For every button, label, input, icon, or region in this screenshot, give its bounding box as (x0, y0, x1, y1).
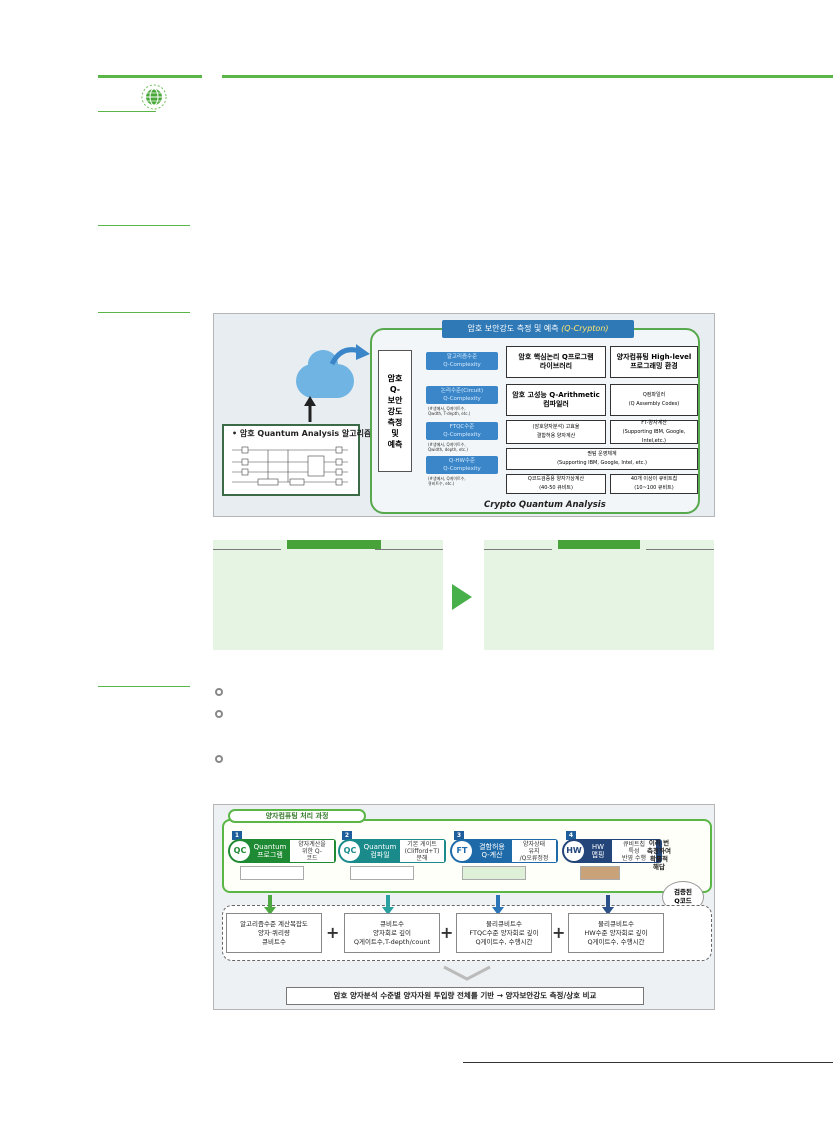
level-pill-circuit: 논리수준(Circuit) Q-Complexity (426, 386, 498, 404)
code-thumbnail (350, 866, 414, 880)
cell-arith-compiler: 암호 고성능 Q-Arithmetic 컴파일러 (506, 384, 606, 416)
step-number: 4 (566, 831, 576, 840)
step-quantum-compile: QC Quantum 컴파일 기본 게이트 (Clifford+T) 분해 (338, 839, 446, 863)
comparison-box-right (484, 540, 714, 650)
step-hw-mapping: HW HW 맵핑 큐비트칩 특성 반영 수행 (562, 839, 662, 863)
quantum-processing-figure: 양자컴퓨팅 처리 과정 1 QC Quantum 프로그램 양자계산을 위한 Q… (213, 804, 715, 1010)
footer-rule (463, 1062, 833, 1063)
bullet-icon (215, 755, 223, 763)
section-rule-2 (98, 225, 190, 226)
chip-thumbnail (580, 866, 620, 880)
comparison-tag-right (558, 540, 640, 549)
cell-ft-qc: FT-양자계산 (Supporting IBM, Google, Intel,e… (610, 420, 698, 444)
step-number: 3 (454, 831, 464, 840)
step-fault-tolerant: FT 결함허용 Q-계산 양자상태 유지 /Q오류정정 (450, 839, 558, 863)
cell-q-compiler: Q컴파일러 (Q Assembly Codes) (610, 384, 698, 416)
figure1-connectors (304, 344, 370, 422)
figure1-header: 암호 보안강도 측정 및 예측 (Q-Crypton) (442, 320, 634, 338)
conclusion-banner: 암호 양자분석 수준별 양자자원 투입량 전체를 기반 → 양자보안강도 측정/… (286, 987, 644, 1005)
level-note-circuit: (#생메서, Q게이트수, Qwdth, T-depth, etc.) (428, 406, 471, 416)
level-pill-ftqc: FTQC수준 Q-Complexity (426, 422, 498, 440)
metric-logical: 큐비트수 양자회로 깊이 Q게이트수,T-depth/count (344, 913, 440, 953)
algorithm-title: • 암호 Quantum Analysis 알고리즘 (232, 429, 372, 438)
ft-icon: FT (452, 841, 472, 861)
quantum-circuit-diagram (232, 446, 348, 486)
arrow-right-icon (452, 584, 472, 610)
plus-icon: + (326, 923, 340, 942)
hw-icon: HW (564, 841, 584, 861)
down-arrow-icon (264, 895, 276, 915)
crypto-quantum-analysis-figure: • 암호 Quantum Analysis 알고리즘 암호 보안강도 측정 및 … (213, 313, 715, 517)
metric-algorithm: 알고리즘수준 계산복잡도 양자·퀴리량 큐비트수 (226, 913, 322, 953)
bullet-icon (215, 710, 223, 718)
figure1-footer: Crypto Quantum Analysis (484, 500, 606, 510)
header-rule-right (222, 75, 833, 78)
level-pill-algorithm: 알고리즘수준 Q-Complexity (426, 352, 498, 370)
metric-hw: 물리큐비트수 HW수준 양자회로 깊이 Q게이트수, 수행시간 (568, 913, 664, 953)
cell-qubit-chip: 40개 이상이 큐비트칩 (10~100 큐비트) (610, 474, 698, 494)
measurement-result: 이러 번 측정하여 확률적 해답 (647, 839, 671, 871)
section-rule-3 (98, 312, 190, 313)
metric-ftqc: 물리큐비트수 FTQC수준 양자회로 깊이 Q게이트수, 수행시간 (456, 913, 552, 953)
level-pill-hw: Q-HW수준 Q-Complexity (426, 456, 498, 474)
step-number: 2 (342, 831, 352, 840)
level-note-hw: (#생메서, Q게이트수, 큐비트수, etc.) (428, 476, 466, 486)
cell-ft-calc: (암호양자분석) 고효율 결함허용 양자계산 (506, 420, 606, 444)
section-rule-4 (98, 686, 190, 687)
grid-thumbnail (462, 866, 526, 880)
down-arrow-icon (382, 895, 394, 915)
globe-icon (140, 83, 168, 111)
qc-icon: QC (340, 841, 360, 861)
level-note-ftqc: (#생메서, Q게이트수, Qwidth, depth, etc.) (428, 442, 468, 452)
plus-icon: + (552, 923, 566, 942)
cell-quantum-os: 퀀텀 운영체계 (Supporting IBM, Google, Intel, … (506, 448, 698, 470)
chevron-down-icon (443, 965, 491, 981)
bullet-icon (215, 688, 223, 696)
comparison-tag-left (287, 540, 381, 549)
code-thumbnail (240, 866, 304, 880)
comparison-box-left (213, 540, 443, 650)
cell-highlevel-env: 양자컴퓨팅 High-level 프로그래밍 환경 (610, 346, 698, 378)
section-rule-1 (98, 111, 156, 112)
cell-simulator: Q코드검증용 양자가상계산 (40-50 큐비트) (506, 474, 606, 494)
step-quantum-program: QC Quantum 프로그램 양자계산을 위한 Q- 코드 (228, 839, 336, 863)
qc-icon: QC (230, 841, 250, 861)
cell-q-library: 암호 핵심논리 Q프로그램 라이브러리 (506, 346, 606, 378)
processing-tab: 양자컴퓨팅 처리 과정 (228, 809, 366, 823)
header-rule-left (98, 75, 202, 78)
step-number: 1 (232, 831, 242, 840)
down-arrow-icon (602, 895, 614, 915)
plus-icon: + (440, 923, 454, 942)
down-arrow-icon (492, 895, 504, 915)
